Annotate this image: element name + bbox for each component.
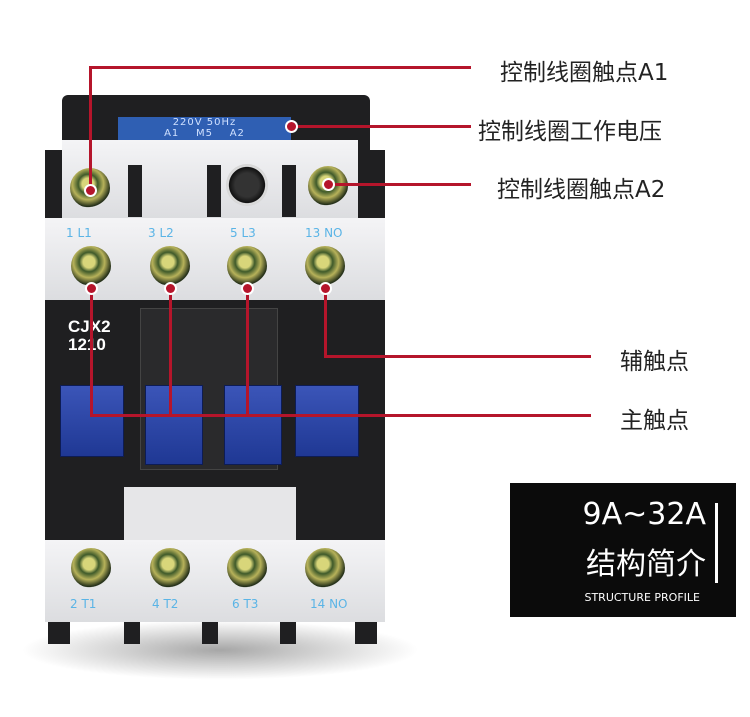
- voltage-text: 220V 50Hz: [172, 117, 237, 128]
- terminal-label: 6 T3: [232, 597, 259, 611]
- screw-icon: [227, 548, 267, 588]
- blue-contact-block: [224, 385, 282, 465]
- shadow: [20, 620, 420, 680]
- callout-aux-contact: 辅触点: [620, 349, 689, 375]
- coil-terminal-text: A1 M5 A2: [164, 128, 245, 139]
- blue-contact-block: [145, 385, 203, 465]
- center-cover: [124, 487, 296, 542]
- screw-icon: [71, 246, 111, 286]
- callout-coil-a1: 控制线圈触点A1: [500, 60, 669, 86]
- terminal-label: 2 T1: [70, 597, 97, 611]
- terminal-label: 1 L1: [66, 226, 92, 240]
- profile-subtitle: STRUCTURE PROFILE: [584, 591, 700, 604]
- current-range: 9A~32A: [582, 497, 706, 532]
- profile-title: 结构简介: [586, 547, 706, 582]
- terminal-label: 3 L2: [148, 226, 174, 240]
- screw-icon: [150, 548, 190, 588]
- screw-icon: [227, 246, 267, 286]
- model-label: CJX2 1210: [68, 318, 111, 354]
- screw-icon: [305, 246, 345, 286]
- terminal-label: 13 NO: [305, 226, 343, 240]
- screw-icon: [150, 246, 190, 286]
- model-line2: 1210: [68, 335, 106, 354]
- terminal-label: 4 T2: [152, 597, 179, 611]
- terminal-label: 5 L3: [230, 226, 256, 240]
- screw-icon: [305, 548, 345, 588]
- model-line1: CJX2: [68, 318, 111, 336]
- callout-main-contact: 主触点: [620, 408, 689, 434]
- callout-coil-a2: 控制线圈触点A2: [497, 177, 666, 203]
- blue-contact-block: [295, 385, 359, 457]
- voltage-label: 220V 50Hz A1 M5 A2: [118, 117, 291, 141]
- callout-coil-voltage: 控制线圈工作电压: [478, 119, 662, 145]
- terminal-label: 14 NO: [310, 597, 348, 611]
- structure-profile-box: 9A~32A 结构简介 STRUCTURE PROFILE: [510, 483, 736, 617]
- screw-icon: [71, 548, 111, 588]
- black-screw-icon: [226, 164, 268, 206]
